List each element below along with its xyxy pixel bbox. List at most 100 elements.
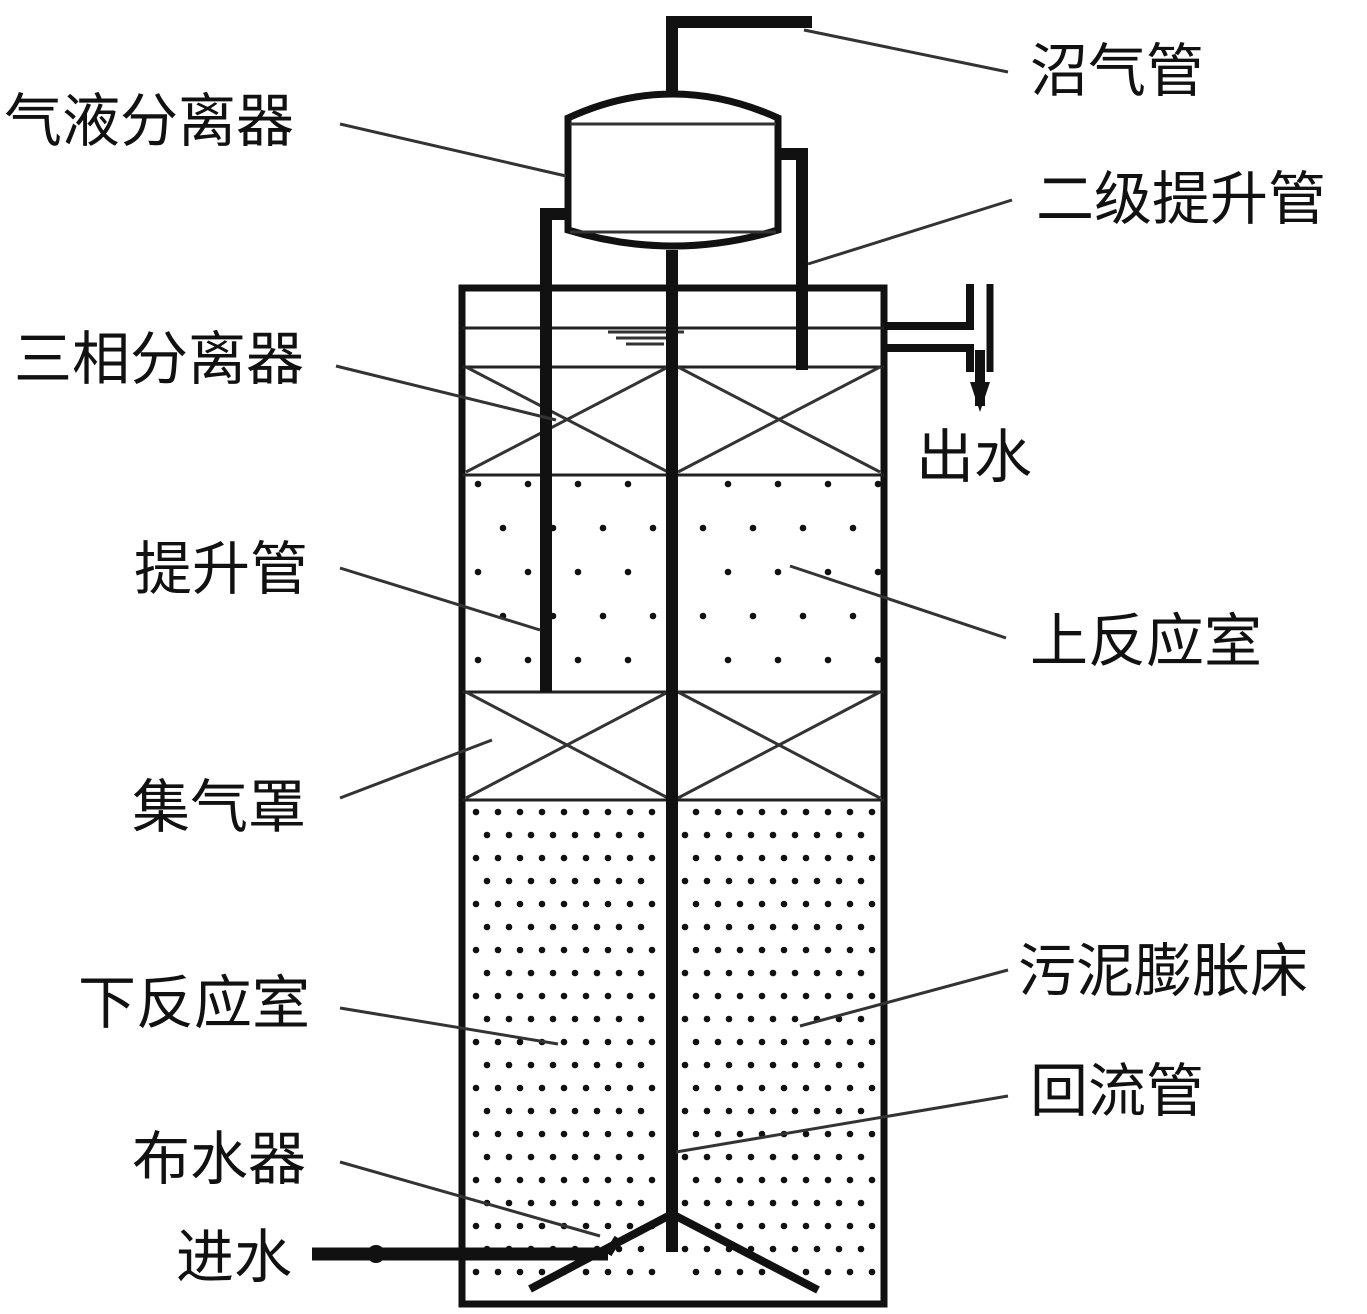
sludge-dot <box>615 1153 623 1161</box>
sludge-dot <box>474 568 482 576</box>
sludge-dot <box>483 831 491 839</box>
sludge-dot <box>582 1268 590 1276</box>
sludge-dot <box>648 808 656 816</box>
sludge-dot <box>824 1176 832 1184</box>
sludge-dot <box>747 1199 755 1207</box>
sludge-dot <box>703 1245 711 1253</box>
sludge-dot <box>516 900 524 908</box>
sludge-dot <box>681 1199 689 1207</box>
sludge-dot <box>538 946 546 954</box>
sludge-dot <box>835 831 843 839</box>
sludge-dot <box>758 1222 766 1230</box>
sludge-dot <box>505 923 513 931</box>
sludge-dot <box>846 808 854 816</box>
sludge-dot <box>494 1268 502 1276</box>
sludge-dot <box>527 877 535 885</box>
sludge-dot <box>593 1199 601 1207</box>
sludge-dot <box>813 1061 821 1069</box>
sludge-dot <box>571 923 579 931</box>
sludge-dot <box>494 1222 502 1230</box>
sludge-dot <box>560 946 568 954</box>
sludge-dot <box>692 1130 700 1138</box>
sludge-dot <box>472 854 480 862</box>
sludge-dot <box>725 877 733 885</box>
sludge-dot <box>494 1176 502 1184</box>
sludge-dot <box>648 1038 656 1046</box>
sludge-dot <box>483 1107 491 1115</box>
sludge-dot <box>527 1107 535 1115</box>
sludge-dot <box>791 1153 799 1161</box>
sludge-dot <box>574 480 582 488</box>
sludge-dot <box>681 1107 689 1115</box>
sludge-dot <box>516 1176 524 1184</box>
sludge-dot <box>780 1222 788 1230</box>
sludge-dot <box>692 1268 700 1276</box>
sludge-dot <box>560 808 568 816</box>
sludge-dot <box>703 923 711 931</box>
sludge-dot <box>681 877 689 885</box>
sludge-dot <box>472 900 480 908</box>
sludge-dot <box>774 480 782 488</box>
sludge-dot <box>703 1061 711 1069</box>
sludge-dot <box>593 969 601 977</box>
sludge-dot <box>736 946 744 954</box>
sludge-dot <box>749 612 757 620</box>
sludge-dot <box>714 808 722 816</box>
sludge-dot <box>774 656 782 664</box>
sludge-dot <box>714 1084 722 1092</box>
sludge-dot <box>791 969 799 977</box>
sludge-dot <box>736 808 744 816</box>
sludge-dot <box>538 1268 546 1276</box>
sludge-dot <box>758 854 766 862</box>
sludge-dot <box>846 1038 854 1046</box>
sludge-dot <box>736 1084 744 1092</box>
sludge-dot <box>725 1015 733 1023</box>
sludge-dot <box>615 1015 623 1023</box>
sludge-dot <box>846 854 854 862</box>
sludge-dot <box>574 568 582 576</box>
sludge-dot <box>527 831 535 839</box>
sludge-dot <box>758 992 766 1000</box>
gas-hood-cross <box>465 690 881 800</box>
sludge-dot <box>582 900 590 908</box>
sludge-dot <box>736 1222 744 1230</box>
sludge-dot <box>835 1245 843 1253</box>
sludge-dot <box>505 831 513 839</box>
sludge-dot <box>769 969 777 977</box>
sludge-dot <box>846 946 854 954</box>
sludge-dot <box>769 1015 777 1023</box>
sludge-dot <box>780 946 788 954</box>
sludge-dot <box>604 900 612 908</box>
sludge-dot <box>824 568 832 576</box>
sludge-dot <box>615 1199 623 1207</box>
sludge-dot <box>527 1061 535 1069</box>
sludge-dot <box>758 1038 766 1046</box>
sludge-dot <box>516 854 524 862</box>
sludge-dot <box>714 1268 722 1276</box>
sludge-dot <box>681 969 689 977</box>
sludge-dot <box>791 831 799 839</box>
sludge-dot <box>747 1061 755 1069</box>
sludge-dot <box>747 877 755 885</box>
sludge-dot <box>560 1176 568 1184</box>
sludge-dot <box>758 946 766 954</box>
three-phase-separator-cross <box>465 365 881 474</box>
sludge-dot <box>758 900 766 908</box>
sludge-dot <box>780 854 788 862</box>
sludge-dot <box>637 1061 645 1069</box>
sludge-dot <box>681 923 689 931</box>
sludge-dot <box>736 1176 744 1184</box>
sludge-dot <box>560 1038 568 1046</box>
sludge-dot <box>574 656 582 664</box>
sludge-dot <box>835 1061 843 1069</box>
riser-pipe <box>540 208 570 692</box>
sludge-dot <box>846 1268 854 1276</box>
sludge-dot <box>813 969 821 977</box>
sludge-dot <box>813 1153 821 1161</box>
sludge-dot <box>472 1176 480 1184</box>
sludge-dot <box>780 1176 788 1184</box>
sludge-dot <box>527 1153 535 1161</box>
sludge-dot <box>758 1084 766 1092</box>
sludge-dot <box>714 1222 722 1230</box>
